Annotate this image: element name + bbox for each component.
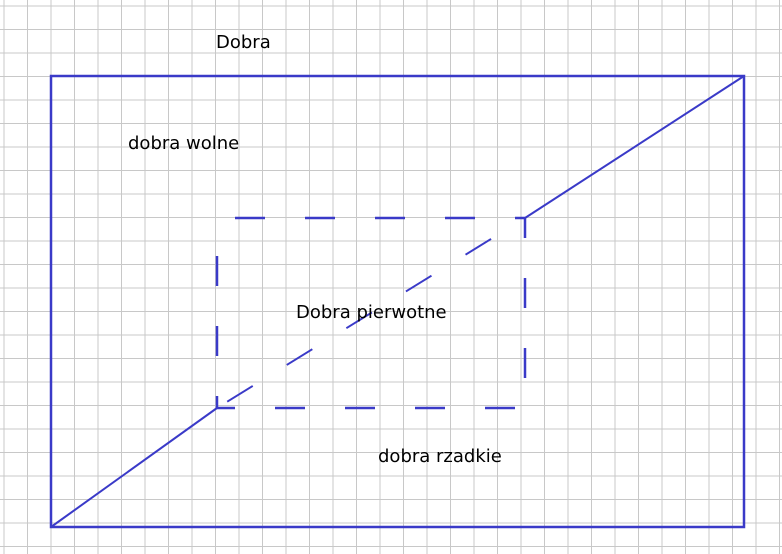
label-dobra-pierwotne: Dobra pierwotne xyxy=(296,302,447,323)
diagonal-line-upper xyxy=(524,75,745,219)
inner-dashed-rectangle xyxy=(215,216,527,410)
label-dobra-wolne: dobra wolne xyxy=(128,133,239,154)
diagram-title: Dobra xyxy=(216,32,271,53)
diagonal-line-dashed xyxy=(216,217,526,409)
outer-rectangle xyxy=(49,74,746,529)
diagonal-line-lower xyxy=(50,407,218,528)
label-dobra-rzadkie: dobra rzadkie xyxy=(378,446,502,467)
